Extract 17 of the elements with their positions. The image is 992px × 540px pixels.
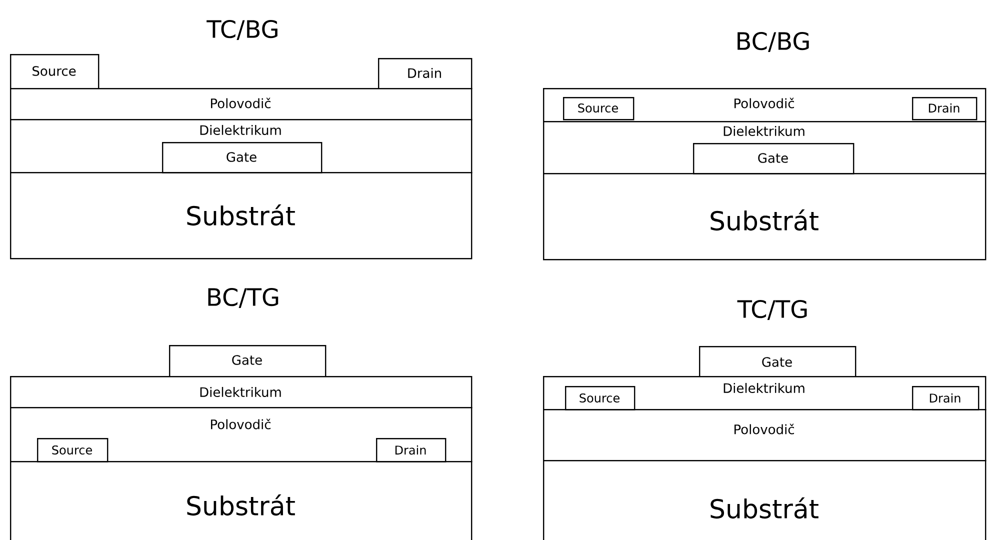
panel-title: TC/BG [206,20,278,40]
layer-box: Drain [378,58,472,90]
layer-box: Gate [693,143,854,174]
layer-box: Substrát [543,460,986,540]
panel-title: BC/TG [208,288,278,308]
layer-box: Source [37,438,108,462]
layer-box: Gate [169,344,326,378]
layer-box: Source [565,386,636,410]
layer-box: Source [563,97,634,120]
layer-box: Drain [912,386,980,410]
layer-box: Source [10,54,100,90]
layer-box: Drain [376,438,446,462]
layer-box: Gate [699,346,856,378]
panel-title: BC/BG [738,32,809,52]
layer-box: Drain [912,97,978,120]
layer-box: Gate [162,142,322,174]
panel-title: TC/TG [737,300,807,320]
